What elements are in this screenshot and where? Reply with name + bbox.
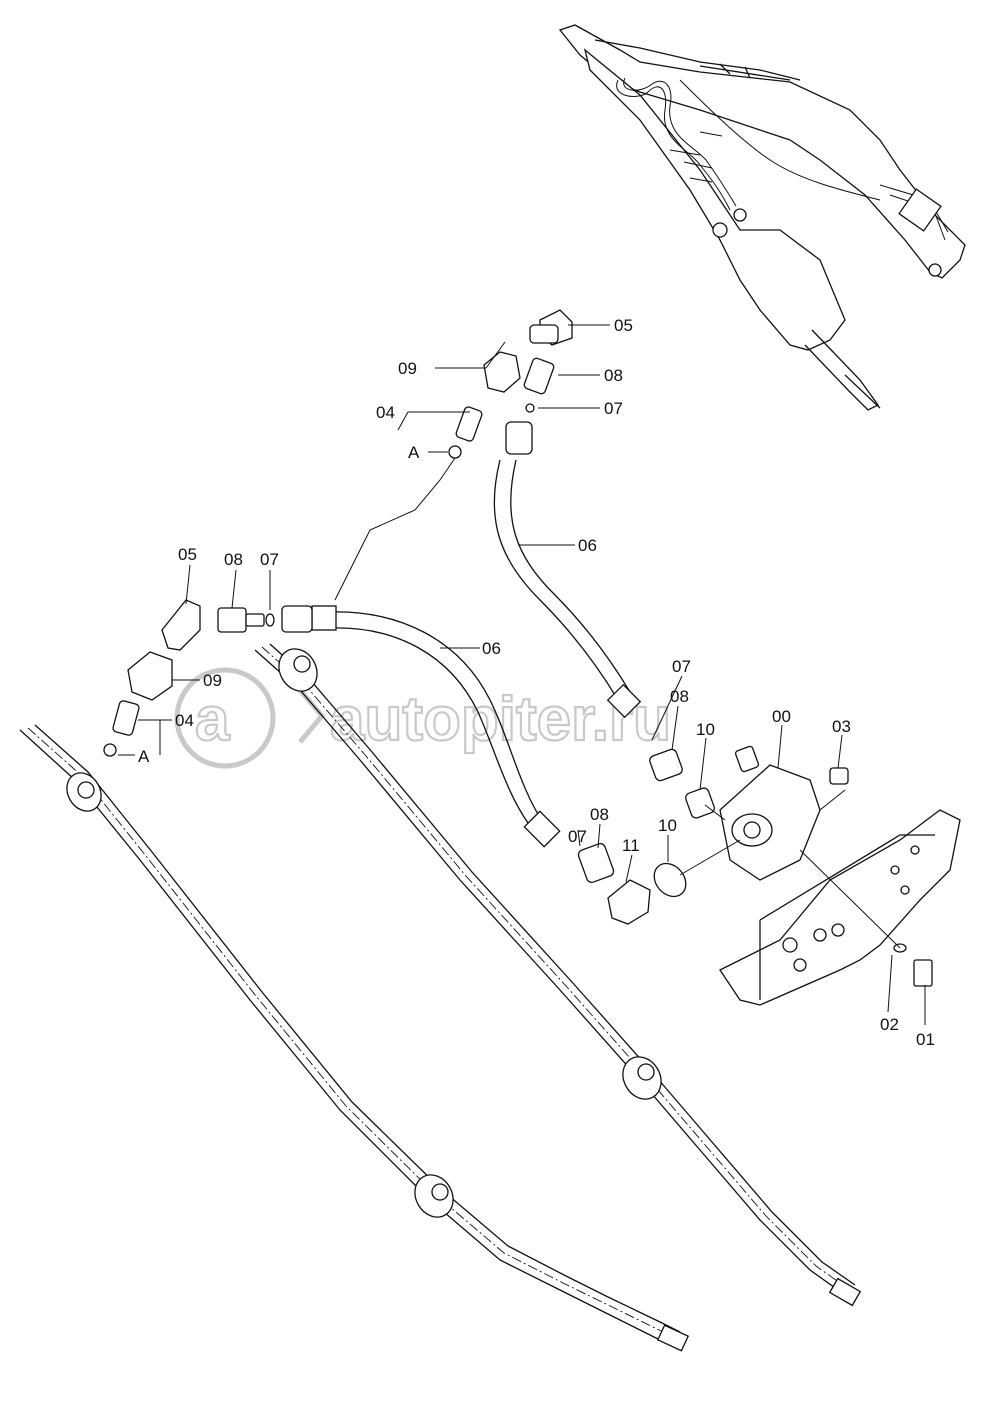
callout-01: 01	[916, 1030, 935, 1049]
fittings-top	[334, 309, 573, 601]
steel-pipe-left	[19, 724, 690, 1352]
callout-04-left: 04	[175, 711, 194, 730]
callout-04-top: 04	[376, 403, 395, 422]
callout-07-top: 07	[604, 399, 623, 418]
callout-08-left: 08	[224, 550, 243, 569]
callout-00: 00	[772, 707, 791, 726]
callout-08-top: 08	[604, 366, 623, 385]
svg-text:a: a	[195, 685, 230, 754]
callout-05-left: 05	[178, 545, 197, 564]
callout-02: 02	[880, 1015, 899, 1034]
valve-block	[577, 745, 849, 925]
mounting-bracket	[719, 809, 961, 1006]
callout-10-valve-top: 10	[696, 720, 715, 739]
callout-10-low: 10	[658, 816, 677, 835]
callout-05-top: 05	[614, 316, 633, 335]
watermark: a autopiter.ru	[174, 667, 672, 769]
callout-03: 03	[832, 717, 851, 736]
callout-a-left: A	[138, 747, 150, 766]
steel-pipe-right	[254, 643, 862, 1307]
callout-a-top: A	[408, 443, 420, 462]
callout-08-low: 08	[590, 805, 609, 824]
fittings-left	[103, 599, 275, 757]
callout-07-left: 07	[260, 550, 279, 569]
leader-lines	[118, 324, 926, 1025]
callout-08-valve: 08	[670, 687, 689, 706]
callout-06-right: 06	[578, 536, 597, 555]
callout-06-mid: 06	[482, 639, 501, 658]
callout-11: 11	[622, 836, 640, 855]
callout-07-low: 07	[568, 827, 587, 846]
callout-09-left: 09	[203, 671, 222, 690]
hose-06-middle	[281, 605, 561, 848]
excavator-boom-illustration	[558, 24, 966, 411]
callout-09-top: 09	[398, 359, 417, 378]
hose-06-right	[493, 421, 642, 719]
callout-labels: 05 09 08 04 07 A 06 05 08 07 06 09 04 A …	[138, 316, 935, 1049]
callout-07-valve: 07	[672, 657, 691, 676]
